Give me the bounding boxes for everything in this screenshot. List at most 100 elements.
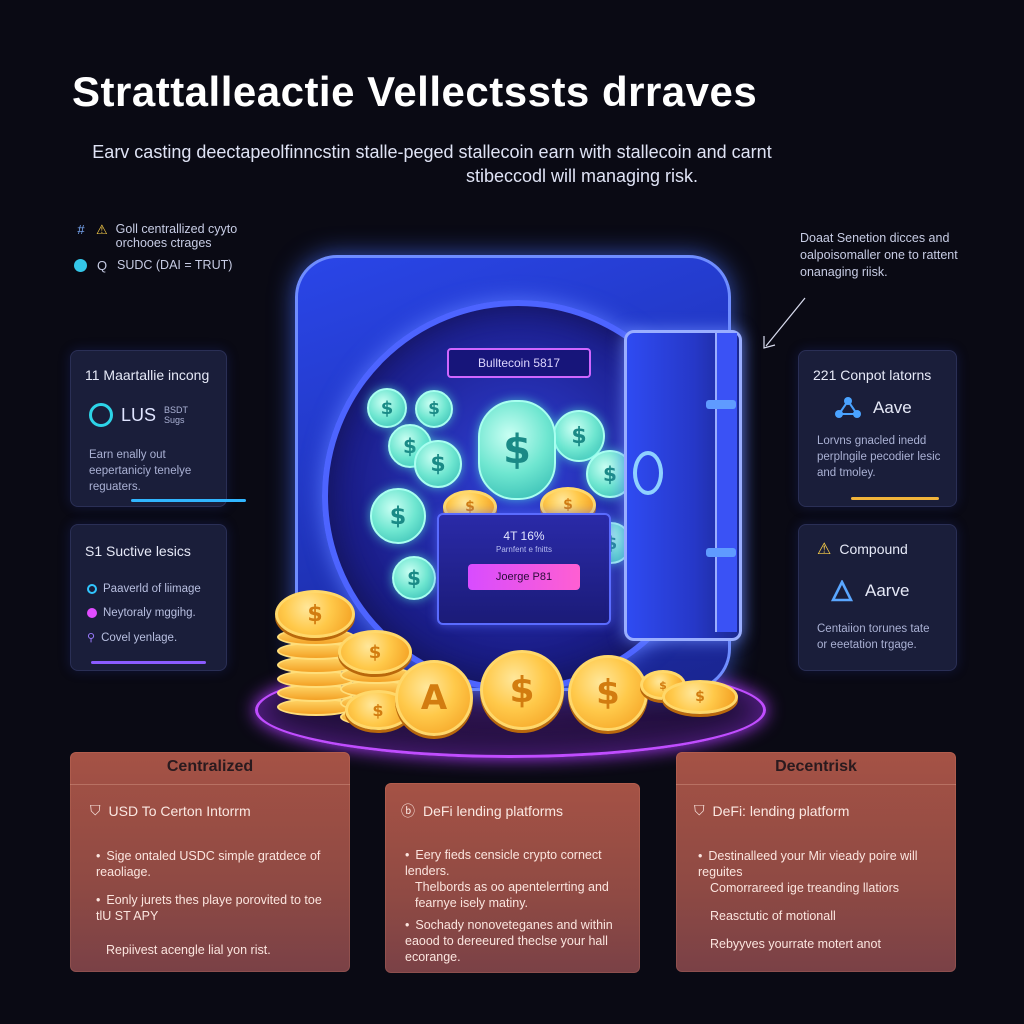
panel-subheading: USD To Certon Intorrm xyxy=(108,802,251,819)
list-item-label: Covel yenlage. xyxy=(101,631,178,644)
card-title: 221 Conpot latorns xyxy=(813,367,932,383)
dot-icon xyxy=(87,608,97,618)
card-title-row: ⚠ Compound xyxy=(817,539,908,559)
legend-item-stablecoin: Q SUDC (DAI = TRUT) xyxy=(74,258,237,273)
vault-action-button[interactable]: Joerge P81 xyxy=(468,564,580,590)
token-sub: BSDT Sugs xyxy=(164,405,188,425)
gold-coin-icon: $ xyxy=(338,630,412,674)
legend: # ⚠ Goll centrallized cyyto orchooes ctr… xyxy=(74,222,237,273)
panel-bullet: Sige ontaled USDC simple gratdece of rea… xyxy=(96,848,336,880)
screen-value: 4T 16% xyxy=(503,529,545,543)
legend-item-label: SUDC (DAI = TRUT) xyxy=(117,258,233,272)
panel-divider xyxy=(676,784,956,785)
token-row: LUS BSDT Sugs xyxy=(89,403,188,427)
card-title: 11 Maartallie incong xyxy=(85,367,210,383)
list-item: Neytoraly mggihg. xyxy=(87,607,201,619)
aave-triangle-icon xyxy=(831,580,853,602)
card-underline xyxy=(91,661,206,664)
platform-name: Aave xyxy=(873,398,912,417)
list-item: Paaverld of liimage xyxy=(87,583,201,595)
gold-coin-stack-left: $ xyxy=(275,590,355,720)
card-body: Centaiion torunes tate or eeetation trga… xyxy=(817,623,930,651)
panel-line: Reasctutic of motionall xyxy=(710,909,836,923)
card-body: Lorvns gnacled inedd perplngile pecodier… xyxy=(817,435,941,479)
card-title: Compound xyxy=(839,541,908,557)
network-icon xyxy=(835,397,861,418)
panel-defi-lending[interactable]: ⓑ DeFi lending platforms Eery fieds cens… xyxy=(385,783,640,973)
gold-coin-icon: $ xyxy=(275,590,355,638)
panel-line: Comorrareed ige treanding llatiors xyxy=(710,881,899,895)
page-subtitle: Earv casting deectapeolfinncstin stalle-… xyxy=(72,140,792,188)
panel-centralized[interactable]: Centralized ⛉ USD To Certon Intorrm Sige… xyxy=(70,752,350,972)
door-handle-icon[interactable] xyxy=(633,451,663,495)
dollar-coin-icon: $ xyxy=(553,410,605,462)
shield-icon: ⛉ xyxy=(694,802,705,818)
panel-note: Repiivest acengle lial yon rist. xyxy=(106,943,271,957)
card-underline xyxy=(131,499,246,502)
card-active-risks[interactable]: S1 Suctive lesics Paaverld of liimage Ne… xyxy=(70,524,227,671)
list-item-label: Neytoraly mggihg. xyxy=(103,607,196,619)
gold-coin-icon: $ xyxy=(568,655,648,731)
gold-coin-icon: $ xyxy=(480,650,564,730)
page-title: Strattalleactie Vellectssts drraves xyxy=(72,68,758,115)
vault-label: Bulltecoin 5817 xyxy=(447,348,591,378)
panel-heading: Centralized xyxy=(166,758,254,775)
card-compound-platforms[interactable]: 221 Conpot latorns Aave Lorvns gnacled i… xyxy=(798,350,957,507)
subtitle-line-2: stibeccodl will managing risk. xyxy=(465,166,699,186)
panel-subheading-row: ⓑ DeFi lending platforms xyxy=(401,801,563,821)
dollar-capsule-icon: $ xyxy=(478,400,556,500)
risk-list: Paaverld of liimage Neytoraly mggihg. ⚲ … xyxy=(87,583,201,644)
panel-bullets: Eery fieds censicle crypto cornect lende… xyxy=(405,847,630,965)
legend-item-line1: Goll centrallized cyyto xyxy=(115,222,238,236)
chart-icon: ⚲ xyxy=(87,632,96,644)
door-hinge xyxy=(706,548,736,557)
hash-icon: # xyxy=(77,222,85,237)
token-icon xyxy=(89,403,113,427)
token-sub-1: BSDT xyxy=(164,405,189,415)
panel-extra: Thelbords as oo apentelerrting and fearn… xyxy=(415,880,609,910)
dollar-coin-icon: $ xyxy=(367,388,407,428)
gold-coin-icon: A xyxy=(395,660,473,736)
legend-item-line2: orchooes ctrages xyxy=(115,236,212,250)
subtitle-line-1: Earv casting deectapeolfinncstin stalle-… xyxy=(92,142,772,162)
vault-screen: 4T 16% Parnfent e fnitts Joerge P81 xyxy=(437,513,611,625)
gold-coin-icon: $ xyxy=(662,680,738,714)
panel-bullet: Eonly jurets thes playe porovited to toe… xyxy=(96,892,336,924)
card-body: Earn enally out eepertaniciy tenelye reg… xyxy=(89,449,192,493)
list-item: ⚲ Covel yenlage. xyxy=(87,631,201,645)
shield-icon: ⛉ xyxy=(90,802,101,818)
panel-decentralized[interactable]: Decentrisk ⛉ DeFi: lending platform Dest… xyxy=(676,752,956,972)
coin-icon xyxy=(74,259,87,272)
token-sub-2: Sugs xyxy=(164,415,185,425)
circle-icon xyxy=(87,584,97,594)
panel-heading: Decentrisk xyxy=(775,758,857,775)
card-underline xyxy=(851,497,939,500)
search-icon: Q xyxy=(96,258,108,273)
token-label: LUS xyxy=(121,404,157,425)
panel-bullet: Eery fieds censicle crypto cornect lende… xyxy=(405,847,630,879)
panel-bullet: Sochady nonoveteganes and within eaood t… xyxy=(405,917,630,965)
panel-subheading-row: ⛉ DeFi: lending platform xyxy=(694,802,849,819)
dollar-coin-icon: $ xyxy=(415,390,453,428)
panel-subheading-row: ⛉ USD To Certon Intorrm xyxy=(90,802,251,819)
panel-divider xyxy=(70,784,350,785)
door-edge xyxy=(715,333,737,632)
platform-row: Aarve xyxy=(831,580,909,602)
door-hinge xyxy=(706,400,736,409)
panel-subheading: DeFi lending platforms xyxy=(423,803,564,819)
card-title: S1 Suctive lesics xyxy=(85,543,191,559)
coin-icon: ⓑ xyxy=(401,803,415,819)
panel-subheading: DeFi: lending platform xyxy=(712,802,850,819)
platform-name: Aarve xyxy=(865,581,910,600)
annotation-note: Doaat Senetion dicces and oalpoisomaller… xyxy=(800,231,958,279)
list-item-label: Paaverld of liimage xyxy=(103,583,201,595)
screen-sub: Parnfent e fnitts xyxy=(495,545,553,554)
panel-line: Rebyyves yourrate motert anot xyxy=(710,937,881,951)
dollar-coin-icon: $ xyxy=(414,440,462,488)
legend-item-centralized: # ⚠ Goll centrallized cyyto orchooes ctr… xyxy=(74,222,237,250)
arrow-pointer-icon xyxy=(763,297,806,349)
card-compound[interactable]: ⚠ Compound Aarve Centaiion torunes tate … xyxy=(798,524,957,671)
vault-door[interactable] xyxy=(624,330,742,641)
card-stablecoin-income[interactable]: 11 Maartallie incong LUS BSDT Sugs Earn … xyxy=(70,350,246,507)
platform-row: Aave xyxy=(833,395,912,421)
